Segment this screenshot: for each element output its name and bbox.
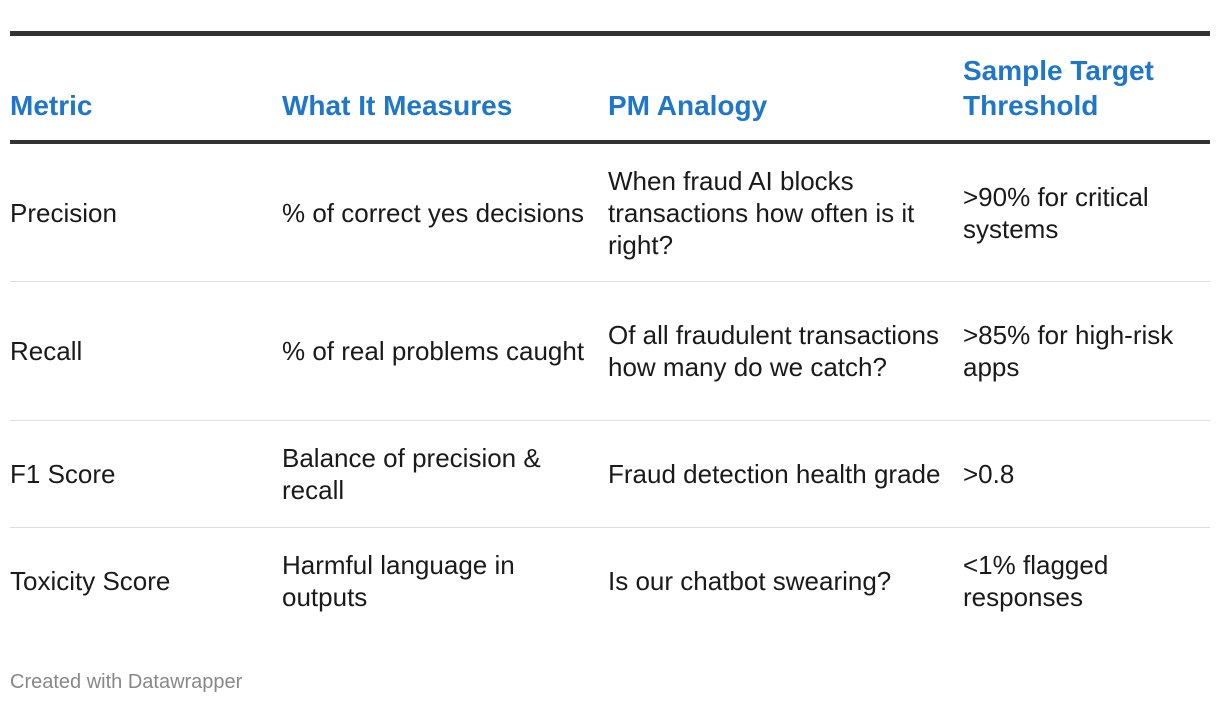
cell-metric: F1 Score xyxy=(10,459,116,489)
table-row: Toxicity Score Harmful language in outpu… xyxy=(10,528,1210,634)
data-table: Metric What It Measures PM Analogy Sampl… xyxy=(10,31,1210,634)
table-row: Recall % of real problems caught Of all … xyxy=(10,282,1210,421)
cell-target-threshold: <1% flagged responses xyxy=(963,550,1109,612)
column-header-what-it-measures: What It Measures xyxy=(282,90,513,121)
column-header-pm-analogy: PM Analogy xyxy=(608,90,768,121)
cell-target-threshold: >85% for high-risk apps xyxy=(963,320,1174,382)
cell-pm-analogy: Of all fraudulent transactions how many … xyxy=(608,320,939,382)
cell-pm-analogy: Fraud detection health grade xyxy=(608,459,941,489)
cell-what-it-measures: Balance of precision & recall xyxy=(282,443,541,505)
cell-what-it-measures: % of correct yes decisions xyxy=(282,197,585,228)
cell-metric: Toxicity Score xyxy=(10,566,171,596)
cell-what-it-measures: Harmful language in outputs xyxy=(282,550,515,612)
cell-target-threshold: >90% for critical systems xyxy=(963,181,1149,244)
cell-what-it-measures: % of real problems caught xyxy=(282,336,585,366)
cell-target-threshold: >0.8 xyxy=(963,459,1015,489)
cell-metric: Recall xyxy=(10,336,83,366)
column-header-target-threshold: Sample Target Threshold xyxy=(963,55,1154,121)
table-row: Precision % of correct yes decisions Whe… xyxy=(10,144,1210,282)
table-header-row: Metric What It Measures PM Analogy Sampl… xyxy=(10,36,1210,144)
cell-pm-analogy: When fraud AI blocks transactions how of… xyxy=(608,165,915,260)
datawrapper-credit: Created with Datawrapper xyxy=(10,671,243,693)
table-row: F1 Score Balance of precision & recall F… xyxy=(10,421,1210,528)
cell-metric: Precision xyxy=(10,197,117,228)
cell-pm-analogy: Is our chatbot swearing? xyxy=(608,566,892,596)
column-header-metric: Metric xyxy=(10,90,93,121)
